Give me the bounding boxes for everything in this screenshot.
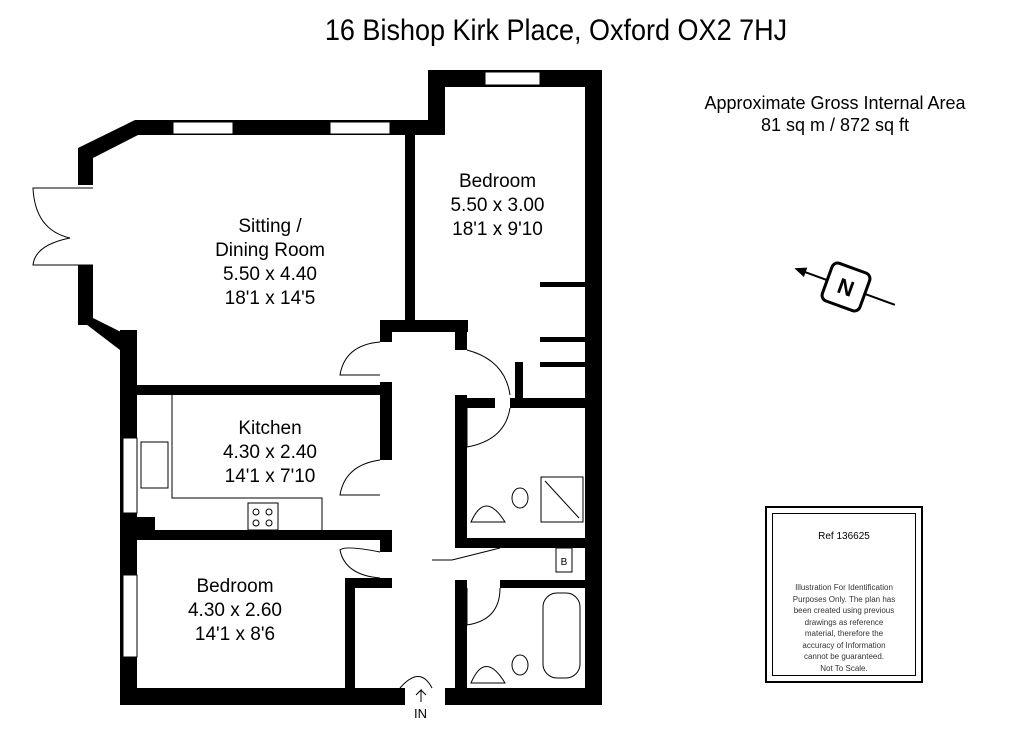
room-imperial: 18'1 x 9'10	[452, 219, 543, 240]
sink-icon	[140, 441, 169, 489]
disclaimer-line: cannot be guaranteed.	[803, 652, 885, 661]
room-bedroom-1: Bedroom 5.50 x 3.00 18'1 x 9'10	[420, 170, 575, 242]
disclaimer-line: drawings as reference	[804, 617, 884, 627]
toilet-icon	[511, 487, 529, 509]
disclaimer-line: Purposes Only. The plan has	[792, 594, 896, 604]
room-name: Kitchen	[238, 418, 302, 439]
area-value: 81 sq m / 872 sq ft	[760, 115, 910, 135]
disclaimer-line: Not To Scale.	[820, 663, 868, 673]
room-name-2: Dining Room	[215, 240, 325, 261]
room-bedroom-2: Bedroom 4.30 x 2.60 14'1 x 8'6	[155, 575, 315, 647]
disclaimer-line: material, therefore the	[804, 629, 884, 638]
bath-icon	[542, 592, 581, 679]
disclaimer-line: accuracy of Information	[802, 640, 886, 650]
boiler-icon	[555, 547, 573, 573]
disclaimer-line: been created using previous	[793, 606, 895, 615]
entrance-arrow-icon	[415, 688, 427, 702]
shower-icon	[540, 476, 584, 523]
hob-icon	[247, 502, 279, 531]
room-name: Bedroom	[196, 576, 274, 597]
room-metric: 4.30 x 2.40	[222, 442, 318, 463]
entrance-label: IN	[414, 706, 427, 721]
room-kitchen: Kitchen 4.30 x 2.40 14'1 x 7'10	[190, 417, 350, 489]
basin-icon	[470, 505, 506, 523]
door-swings	[32, 187, 511, 689]
disclaimer: Illustration For Identification Purposes…	[773, 582, 915, 674]
compass-icon: N	[794, 261, 896, 313]
gross-internal-area: Approximate Gross Internal Area 81 sq m …	[650, 92, 1020, 136]
room-imperial: 18'1 x 14'5	[224, 288, 316, 309]
reference-box: Ref 136625 Illustration For Identificati…	[765, 506, 923, 683]
windows	[122, 71, 541, 658]
room-name: Bedroom	[458, 171, 537, 192]
boiler-label: B	[561, 557, 568, 568]
ref-number: Ref 136625	[818, 531, 870, 542]
room-metric: 5.50 x 4.40	[222, 264, 318, 285]
area-label: Approximate Gross Internal Area	[704, 93, 966, 113]
room-imperial: 14'1 x 7'10	[224, 466, 316, 487]
room-name: Sitting /	[238, 216, 302, 237]
disclaimer-line: Illustration For Identification	[795, 583, 893, 592]
room-metric: 5.50 x 3.00	[450, 195, 545, 216]
room-imperial: 14'1 x 8'6	[194, 624, 276, 645]
page-title: 16 Bishop Kirk Place, Oxford OX2 7HJ	[324, 14, 788, 47]
room-metric: 4.30 x 2.60	[187, 600, 283, 621]
fixtures	[140, 395, 584, 684]
room-sitting-dining: Sitting / Dining Room 5.50 x 4.40 18'1 x…	[180, 215, 360, 311]
